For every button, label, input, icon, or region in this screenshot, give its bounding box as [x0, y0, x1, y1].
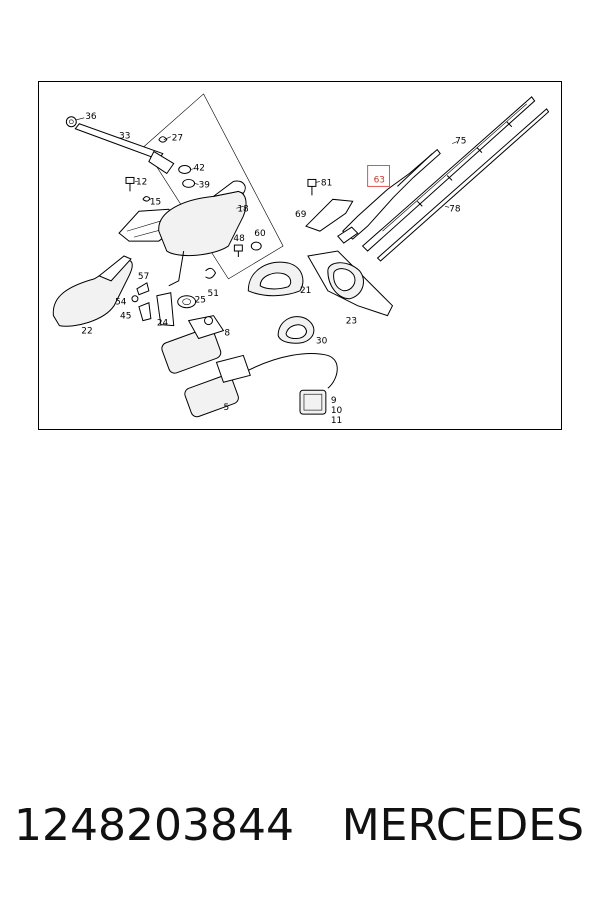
part-63-highlight-box	[367, 165, 390, 187]
part-8-wiper-motor	[161, 315, 225, 374]
part-15-clip	[142, 196, 151, 202]
part-48-screw	[233, 244, 243, 257]
part-21-cover	[247, 261, 304, 297]
label-10: 10	[331, 406, 343, 416]
part-42-washer	[178, 165, 192, 174]
exploded-view-drawing: 36 33 27 42 12 39 15 18 48 60 57 54 25 4…	[52, 93, 550, 426]
part-75-wiper-blade	[361, 96, 536, 252]
label-81: 81	[321, 178, 332, 188]
part-39-nut	[182, 178, 196, 188]
leader-lines	[76, 117, 458, 209]
part-36-nut	[65, 116, 77, 128]
label-8: 8	[224, 329, 230, 339]
part-69-cover	[305, 198, 354, 232]
part-60-nut	[250, 241, 262, 251]
part-45-bracket	[138, 302, 152, 322]
parts-diagram: 36 33 27 42 12 39 15 18 48 60 57 54 25 4…	[38, 81, 562, 430]
part-51-clip	[205, 267, 217, 279]
label-48: 48	[233, 234, 245, 244]
label-12: 12	[136, 177, 147, 187]
label-33: 33	[119, 132, 130, 142]
label-15: 15	[150, 197, 161, 207]
part-23-cowl-panel	[307, 250, 394, 317]
label-69: 69	[295, 210, 307, 220]
label-23: 23	[346, 317, 357, 327]
caption-bar: 1248203844 MERCEDES	[0, 800, 600, 860]
label-27: 27	[172, 134, 183, 144]
label-42: 42	[194, 163, 205, 173]
part-78-blade-refill	[376, 108, 550, 262]
label-11: 11	[331, 416, 342, 426]
label-78: 78	[449, 204, 461, 214]
part-54-pin	[131, 295, 139, 303]
label-63: 63	[374, 175, 385, 185]
part-25-grommet	[177, 295, 197, 309]
label-18: 18	[237, 204, 249, 214]
part-18-cover-cap	[158, 180, 247, 287]
part-12-bolt	[125, 176, 135, 192]
label-30: 30	[316, 336, 328, 346]
part-24-bracket	[156, 292, 175, 327]
label-57: 57	[138, 272, 149, 282]
part-27-clip	[158, 136, 168, 143]
label-51: 51	[208, 289, 219, 299]
label-60: 60	[254, 229, 266, 239]
label-21: 21	[300, 286, 311, 296]
part-81-screw	[307, 178, 317, 196]
part-22-cover	[52, 255, 133, 327]
part-30-seal	[277, 316, 315, 344]
label-54: 54	[115, 298, 127, 308]
part-number: 1248203844	[14, 800, 294, 851]
part-9-10-11-connector	[299, 389, 327, 415]
label-22: 22	[81, 327, 92, 337]
part-63-wiper-arm	[337, 148, 441, 244]
part-5-wiper-motor	[184, 353, 338, 418]
part-33-linkage-rod	[74, 123, 175, 175]
label-25: 25	[195, 296, 206, 306]
label-36: 36	[85, 112, 97, 122]
label-75: 75	[455, 137, 466, 147]
brand-name: MERCEDES	[341, 800, 584, 851]
label-9: 9	[331, 396, 337, 406]
part-57-clip	[136, 282, 150, 296]
label-45: 45	[120, 312, 131, 322]
label-39: 39	[199, 180, 211, 190]
label-5: 5	[223, 403, 229, 413]
label-24: 24	[157, 319, 169, 329]
